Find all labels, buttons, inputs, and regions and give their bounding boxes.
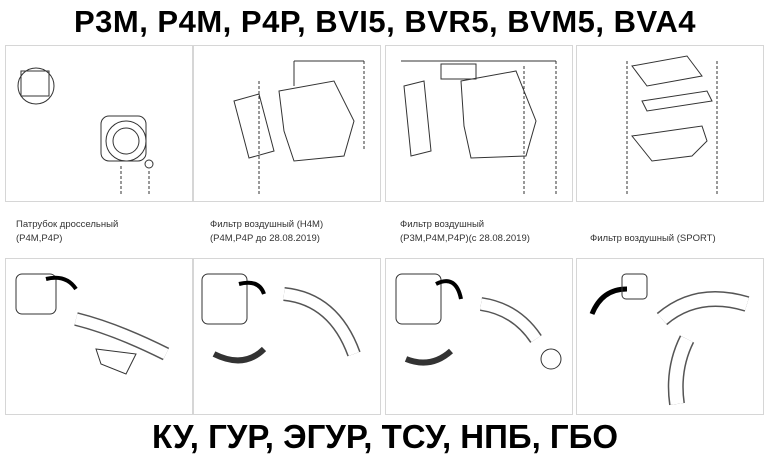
intake-pipe-diagram-sport[interactable] [576, 258, 764, 415]
product-title: Фильтр воздушный [400, 219, 485, 230]
engine-codes-heading: P3M, P4M, P4P, BVI5, BVR5, BVM5, BVA4 [73, 4, 697, 39]
product-subtitle: (P4M,P4P до 28.08.2019) [210, 233, 320, 244]
air-filter-new-diagram[interactable] [385, 45, 573, 202]
intake-pipe-diagram-1[interactable] [5, 258, 193, 415]
product-title: Фильтр воздушный (SPORT) [590, 233, 716, 244]
product-title: Фильтр воздушный (H4M) [210, 219, 324, 230]
product-caption-1[interactable]: Патрубок дроссельный (P4M,P4P) [16, 218, 196, 246]
product-title: Патрубок дроссельный [16, 219, 119, 230]
air-filter-h4m-diagram[interactable] [193, 45, 381, 202]
throttle-body-diagram[interactable] [5, 45, 193, 202]
intake-pipe-diagram-3[interactable] [385, 258, 573, 415]
product-subtitle: (P4M,P4P) [16, 233, 63, 244]
air-filter-sport-diagram[interactable] [576, 45, 764, 202]
product-caption-4[interactable]: Фильтр воздушный (SPORT) [590, 232, 770, 246]
intake-pipe-diagram-2[interactable] [193, 258, 381, 415]
product-caption-3[interactable]: Фильтр воздушный (P3M,P4M,P4P)(с 28.08.20… [400, 218, 580, 246]
systems-heading: КУ, ГУР, ЭГУР, ТСУ, НПБ, ГБО [151, 418, 619, 455]
product-caption-2[interactable]: Фильтр воздушный (H4M) (P4M,P4P до 28.08.… [210, 218, 390, 246]
product-subtitle: (P3M,P4M,P4P)(с 28.08.2019) [400, 233, 530, 244]
